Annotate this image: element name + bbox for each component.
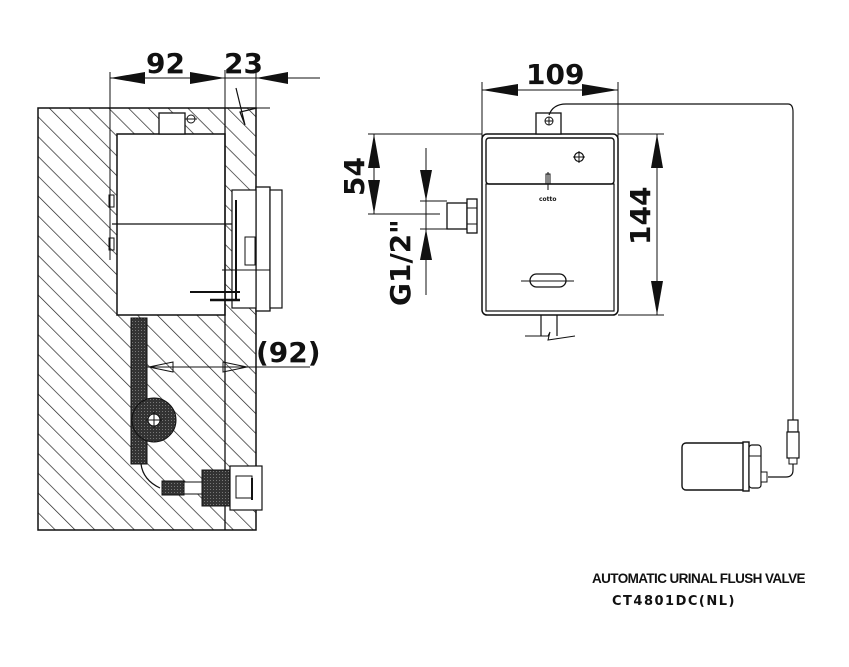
drawing-title: AUTOMATIC URINAL FLUSH VALVE bbox=[592, 571, 806, 586]
model-number: CT4801DC(NL) bbox=[612, 594, 736, 609]
outlet-fitting bbox=[201, 469, 231, 507]
brand-logo: cotto bbox=[539, 196, 557, 203]
dim-inlet-thread: G1/2" bbox=[384, 219, 417, 306]
dim-height: 144 bbox=[624, 187, 657, 245]
drain-pipe bbox=[130, 317, 148, 465]
side-view bbox=[37, 70, 320, 531]
front-view bbox=[368, 82, 794, 420]
dim-wall-depth: 92 bbox=[146, 47, 185, 80]
battery-housing bbox=[681, 442, 747, 491]
sensor-cable bbox=[548, 103, 794, 420]
dim-outlet-depth: (92) bbox=[256, 336, 321, 369]
dim-width: 109 bbox=[526, 58, 584, 91]
water-inlet bbox=[446, 202, 468, 230]
top-connector bbox=[158, 112, 186, 135]
cable-connector bbox=[787, 419, 799, 433]
battery-box bbox=[681, 419, 800, 492]
dim-inlet-offset: 54 bbox=[338, 157, 371, 196]
cover-plate bbox=[255, 186, 271, 312]
dim-panel-depth: 23 bbox=[224, 47, 263, 80]
